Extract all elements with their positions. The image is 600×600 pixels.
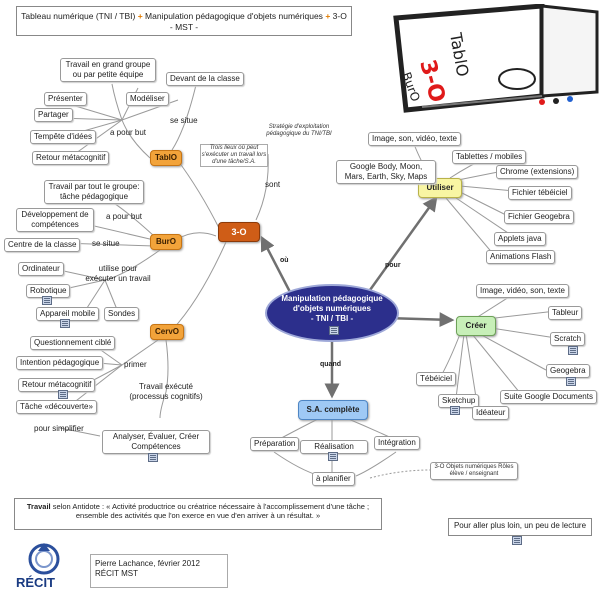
link-label-a-pour-but-buro: a pour but: [106, 212, 143, 221]
node-creer[interactable]: Créer: [456, 316, 496, 336]
sa-item-a-planifier[interactable]: à planifier: [312, 472, 355, 486]
further-reading-box[interactable]: Pour aller plus loin, un peu de lecture: [448, 518, 592, 536]
travail-definition: Travail selon Antidote : « Activité prod…: [14, 498, 382, 530]
author-org: RÉCIT MST: [95, 569, 138, 578]
sa-item-preparation[interactable]: Préparation: [250, 437, 300, 451]
scratch-note-icon[interactable]: [568, 346, 578, 355]
logo-text: RÉCIT: [16, 575, 55, 590]
tablo-item-travail-groupe[interactable]: Travail en grand groupe ou par petite éq…: [60, 58, 156, 82]
tablo-item-retour[interactable]: Retour métacognitif: [32, 151, 110, 165]
link-label-quand: quand: [320, 361, 341, 368]
title-part-mst: - MST -: [169, 22, 199, 32]
link-label-se-situe-tablo: se situe: [170, 116, 198, 125]
utiliser-item-geogebra[interactable]: Fichier Geogebra: [504, 210, 574, 224]
node-3o[interactable]: 3-O: [218, 222, 260, 242]
utiliser-item-google[interactable]: Google Body, Moon, Mars, Earth, Sky, Map…: [336, 160, 436, 184]
creer-item-scratch[interactable]: Scratch: [550, 332, 586, 346]
utiliser-item-flash[interactable]: Animations Flash: [486, 250, 556, 264]
center-line-2: d'objets numériques: [293, 304, 371, 313]
travail-definition-term: Travail: [26, 502, 51, 511]
center-line-3: - TNI / TBI -: [310, 314, 354, 323]
author-box: Pierre Lachance, février 2012 RÉCIT MST: [90, 554, 228, 588]
link-label-a-pour-but-tablo: a pour but: [110, 128, 147, 137]
creer-item-tebeiciel[interactable]: Tébéiciel: [416, 372, 457, 386]
travail-definition-text: selon Antidote : « Activité productrice …: [52, 502, 370, 520]
title-part-3o: 3-O: [332, 11, 347, 21]
link-label-utilise: utilise pour exécuter un travail: [85, 264, 151, 283]
central-topic[interactable]: Manipulation pédagogique d'objets numéri…: [265, 284, 399, 342]
note-icon[interactable]: [329, 326, 339, 335]
node-tablo[interactable]: TablO: [150, 150, 182, 166]
link-label-sont: sont: [265, 180, 281, 189]
creer-item-ideateur[interactable]: Idéateur: [472, 406, 510, 420]
utiliser-item-chrome[interactable]: Chrome (extensions): [496, 165, 579, 179]
cervo-item-retour[interactable]: Retour métacognitif: [18, 378, 96, 392]
realisation-note-icon[interactable]: [328, 452, 338, 461]
analyser-note-icon[interactable]: [148, 453, 158, 462]
node-utiliser[interactable]: Utiliser: [418, 178, 462, 198]
plus-sign: +: [325, 11, 331, 21]
utiliser-item-fichier-tbi[interactable]: Fichier tébéiciel: [508, 186, 572, 200]
buro-item-sondes[interactable]: Sondes: [104, 307, 140, 321]
tablo-item-tempete[interactable]: Tempête d'idées: [30, 130, 97, 144]
creer-item-suite[interactable]: Suite Google Documents: [500, 390, 597, 404]
cervo-item-question[interactable]: Questionnement ciblé: [30, 336, 116, 350]
link-label-se-situe-buro: se situe: [92, 239, 120, 248]
interactive-board-drawing: TablO 3-O BurO: [393, 4, 599, 113]
node-sa-complete[interactable]: S.A. complète: [298, 400, 368, 420]
note-trois-lieux: Trois lieux où peut s'exécuter un travai…: [200, 144, 268, 167]
tablo-item-modeliser[interactable]: Modéliser: [126, 92, 169, 106]
utiliser-item-applets[interactable]: Applets java: [494, 232, 546, 246]
plus-sign: +: [137, 11, 143, 21]
map-title: Tableau numérique (TNI / TBI) + Manipula…: [16, 6, 352, 36]
retour-note-icon[interactable]: [58, 390, 68, 399]
utiliser-item-tablettes[interactable]: Tablettes / mobiles: [452, 150, 527, 164]
tablo-item-partager[interactable]: Partager: [34, 108, 73, 122]
robotique-note-icon[interactable]: [42, 296, 52, 305]
sa-item-objets[interactable]: 3-O Objets numériques Rôles élève / ense…: [430, 462, 518, 480]
creer-item-geogebra[interactable]: Geogebra: [546, 364, 590, 378]
appareil-note-icon[interactable]: [60, 319, 70, 328]
buro-item-dev-comp[interactable]: Développement de compétences: [16, 208, 94, 232]
creer-item-image[interactable]: Image, vidéo, son, texte: [476, 284, 569, 298]
reading-note-icon[interactable]: [512, 536, 522, 545]
sa-item-integration[interactable]: Intégration: [374, 436, 420, 450]
cervo-item-analyser[interactable]: Analyser, Évaluer, Créer Compétences: [102, 430, 210, 454]
link-label-pour-simplifier: pour simplifier: [34, 424, 84, 433]
center-line-1: Manipulation pédagogique: [281, 294, 383, 303]
creer-item-tableur[interactable]: Tableur: [548, 306, 583, 320]
link-label-primer: primer: [124, 360, 147, 369]
author-name: Pierre Lachance, février 2012: [95, 559, 200, 568]
link-label-pour: pour: [385, 262, 401, 269]
cervo-item-tache[interactable]: Tâche «découverte»: [16, 400, 97, 414]
note-strategie: Stratégie d'exploitation pédagogique du …: [266, 124, 332, 137]
buro-item-centre[interactable]: Centre de la classe: [4, 238, 81, 252]
title-part-manipulation: Manipulation pédagogique d'objets numéri…: [145, 11, 323, 21]
utiliser-item-image[interactable]: Image, son, vidéo, texte: [368, 132, 461, 146]
sketchup-note-icon[interactable]: [450, 406, 460, 415]
cervo-item-travail-exec: Travail exécuté (processus cognitifs): [129, 382, 203, 401]
tablo-item-presenter[interactable]: Présenter: [44, 92, 87, 106]
tablo-item-devant[interactable]: Devant de la classe: [166, 72, 244, 86]
link-label-ou: où: [280, 257, 289, 264]
title-part-tni: Tableau numérique (TNI / TBI): [21, 11, 136, 21]
geogebra-note-icon[interactable]: [566, 377, 576, 386]
cervo-item-intention[interactable]: Intention pédagogique: [16, 356, 104, 370]
node-buro[interactable]: BurO: [150, 234, 182, 250]
recit-logo: RÉCIT: [16, 543, 60, 590]
node-cervo[interactable]: CervO: [150, 324, 184, 340]
buro-item-travail-tout[interactable]: Travail par tout le groupe: tâche pédago…: [44, 180, 144, 204]
buro-item-ordinateur[interactable]: Ordinateur: [18, 262, 64, 276]
